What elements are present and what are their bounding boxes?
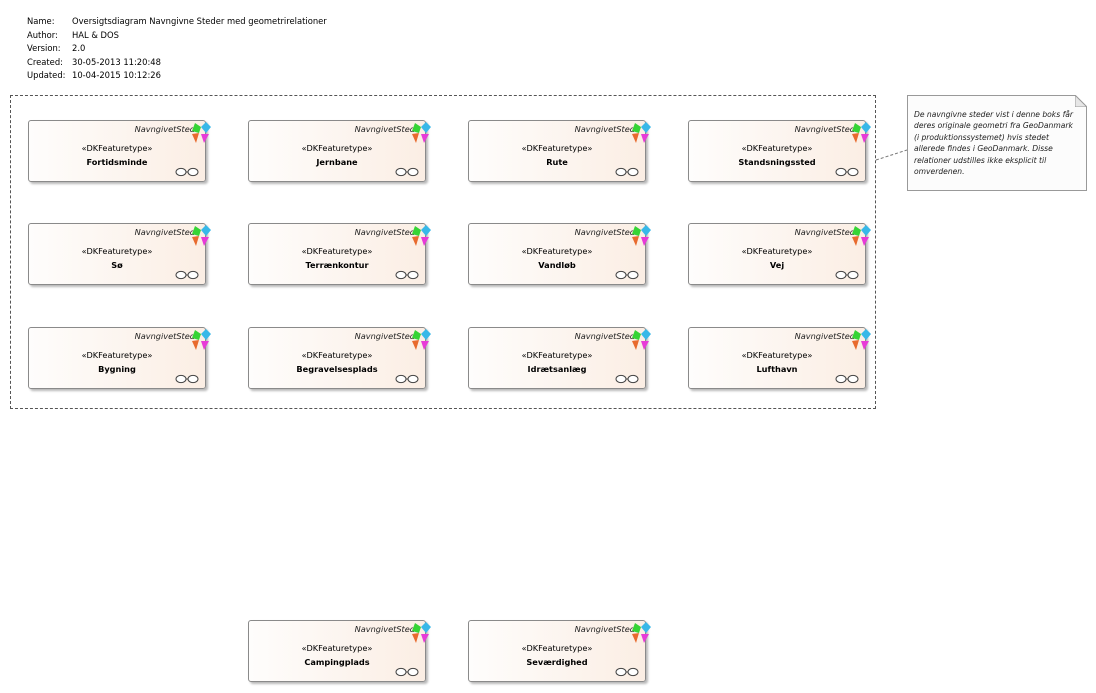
feature-type-icon bbox=[850, 224, 872, 248]
stereotype-label: «DKFeaturetype» bbox=[741, 350, 813, 360]
stereotype-label: «DKFeaturetype» bbox=[81, 143, 153, 153]
link-icon bbox=[835, 265, 859, 280]
link-icon bbox=[175, 369, 199, 384]
stereotype-label: «DKFeaturetype» bbox=[301, 643, 373, 653]
package-name: NavngivetSted bbox=[354, 624, 415, 634]
class-name: Begravelsesplads bbox=[296, 364, 378, 374]
link-icon bbox=[395, 662, 419, 677]
class-vej[interactable]: NavngivetSted «DKFeaturetype» Vej bbox=[688, 223, 871, 285]
class-lufthavn[interactable]: NavngivetSted «DKFeaturetype» Lufthavn bbox=[688, 327, 871, 389]
class-name: Idrætsanlæg bbox=[527, 364, 587, 374]
stereotype-label: «DKFeaturetype» bbox=[301, 143, 373, 153]
class-jernbane[interactable]: NavngivetSted «DKFeaturetype» Jernbane bbox=[248, 120, 431, 182]
class-vandloeb[interactable]: NavngivetSted «DKFeaturetype» Vandløb bbox=[468, 223, 651, 285]
class-name: Rute bbox=[546, 157, 568, 167]
package-name: NavngivetSted bbox=[134, 227, 195, 237]
package-name: NavngivetSted bbox=[354, 124, 415, 134]
feature-type-icon bbox=[410, 224, 432, 248]
package-name: NavngivetSted bbox=[574, 124, 635, 134]
package-name: NavngivetSted bbox=[354, 331, 415, 341]
class-name: Sø bbox=[111, 260, 123, 270]
class-name: Jernbane bbox=[316, 157, 358, 167]
package-name: NavngivetSted bbox=[574, 227, 635, 237]
package-name: NavngivetSted bbox=[794, 227, 855, 237]
link-icon bbox=[175, 162, 199, 177]
class-rute[interactable]: NavngivetSted «DKFeaturetype» Rute bbox=[468, 120, 651, 182]
class-name: Vej bbox=[769, 260, 785, 270]
class-terraenkontur[interactable]: NavngivetSted «DKFeaturetype» Terrænkontur bbox=[248, 223, 431, 285]
link-icon bbox=[835, 162, 859, 177]
diagram-author: HAL & DOS bbox=[72, 29, 119, 40]
note-text: De navngivne steder vist i denne boks få… bbox=[914, 110, 1074, 177]
diagram-name: Oversigtsdiagram Navngivne Steder med ge… bbox=[72, 16, 327, 26]
updated-label: Updated: bbox=[27, 70, 66, 81]
class-begravelsesplads[interactable]: NavngivetSted «DKFeaturetype» Begravelsesp… bbox=[248, 327, 431, 389]
stereotype-label: «DKFeaturetype» bbox=[301, 246, 373, 256]
class-bygning[interactable]: NavngivetSted «DKFeaturetype» Bygning bbox=[28, 327, 211, 389]
link-icon bbox=[395, 369, 419, 384]
class-name: Campingplads bbox=[304, 657, 370, 667]
stereotype-label: «DKFeaturetype» bbox=[741, 246, 813, 256]
class-name: Vandløb bbox=[538, 260, 576, 270]
link-icon bbox=[615, 162, 639, 177]
package-name: NavngivetSted bbox=[574, 331, 635, 341]
link-icon bbox=[615, 369, 639, 384]
stereotype-label: «DKFeaturetype» bbox=[81, 246, 153, 256]
note-fold-corner bbox=[1075, 95, 1087, 107]
stereotype-label: «DKFeaturetype» bbox=[741, 143, 813, 153]
class-name: Standsningssted bbox=[738, 157, 816, 167]
feature-type-icon bbox=[190, 224, 212, 248]
class-campingplads[interactable]: NavngivetSted «DKFeaturetype» Campingplads bbox=[248, 620, 431, 682]
link-icon bbox=[835, 369, 859, 384]
class-name: Lufthavn bbox=[756, 364, 798, 374]
class-name: Fortidsminde bbox=[86, 157, 148, 167]
package-name: NavngivetSted bbox=[134, 331, 195, 341]
class-name: Terrænkontur bbox=[305, 260, 369, 270]
stereotype-label: «DKFeaturetype» bbox=[521, 643, 593, 653]
version-label: Version: bbox=[27, 43, 61, 54]
feature-type-icon bbox=[630, 621, 652, 645]
feature-type-icon bbox=[630, 328, 652, 352]
package-name: NavngivetSted bbox=[574, 624, 635, 634]
diagram-properties: Name: Oversigtsdiagram Navngivne Steder m… bbox=[27, 15, 327, 83]
note[interactable]: De navngivne steder vist i denne boks få… bbox=[907, 95, 1087, 191]
stereotype-label: «DKFeaturetype» bbox=[521, 350, 593, 360]
stereotype-label: «DKFeaturetype» bbox=[521, 143, 593, 153]
feature-type-icon bbox=[410, 121, 432, 145]
feature-type-icon bbox=[410, 328, 432, 352]
package-name: NavngivetSted bbox=[134, 124, 195, 134]
link-icon bbox=[395, 162, 419, 177]
class-idraetsanlaeg[interactable]: NavngivetSted «DKFeaturetype» Idrætsanlæg bbox=[468, 327, 651, 389]
package-name: NavngivetSted bbox=[794, 124, 855, 134]
class-name: Bygning bbox=[98, 364, 136, 374]
class-standsningssted[interactable]: NavngivetSted «DKFeaturetype» Standsningss… bbox=[688, 120, 871, 182]
class-name: Seværdighed bbox=[526, 657, 588, 667]
link-icon bbox=[175, 265, 199, 280]
package-name: NavngivetSted bbox=[354, 227, 415, 237]
diagram-updated: 10-04-2015 10:12:26 bbox=[72, 70, 161, 81]
link-icon bbox=[615, 662, 639, 677]
feature-type-icon bbox=[190, 121, 212, 145]
package-name: NavngivetSted bbox=[794, 331, 855, 341]
stereotype-label: «DKFeaturetype» bbox=[521, 246, 593, 256]
stereotype-label: «DKFeaturetype» bbox=[301, 350, 373, 360]
diagram-version: 2.0 bbox=[72, 43, 86, 54]
feature-type-icon bbox=[190, 328, 212, 352]
class-soe[interactable]: NavngivetSted «DKFeaturetype» Sø bbox=[28, 223, 211, 285]
feature-type-icon bbox=[850, 121, 872, 145]
geometry-group-boundary[interactable] bbox=[10, 95, 876, 409]
feature-type-icon bbox=[630, 224, 652, 248]
name-label: Name: bbox=[27, 16, 55, 26]
feature-type-icon bbox=[410, 621, 432, 645]
link-icon bbox=[615, 265, 639, 280]
feature-type-icon bbox=[850, 328, 872, 352]
link-icon bbox=[395, 265, 419, 280]
created-label: Created: bbox=[27, 56, 63, 67]
stereotype-label: «DKFeaturetype» bbox=[81, 350, 153, 360]
diagram-created: 30-05-2013 11:20:48 bbox=[72, 56, 161, 67]
feature-type-icon bbox=[630, 121, 652, 145]
class-sevaerdighed[interactable]: NavngivetSted «DKFeaturetype» Seværdighed bbox=[468, 620, 651, 682]
class-fortidsminde[interactable]: NavngivetSted «DKFeaturetype» Fortidsminde bbox=[28, 120, 211, 182]
author-label: Author: bbox=[27, 29, 58, 40]
